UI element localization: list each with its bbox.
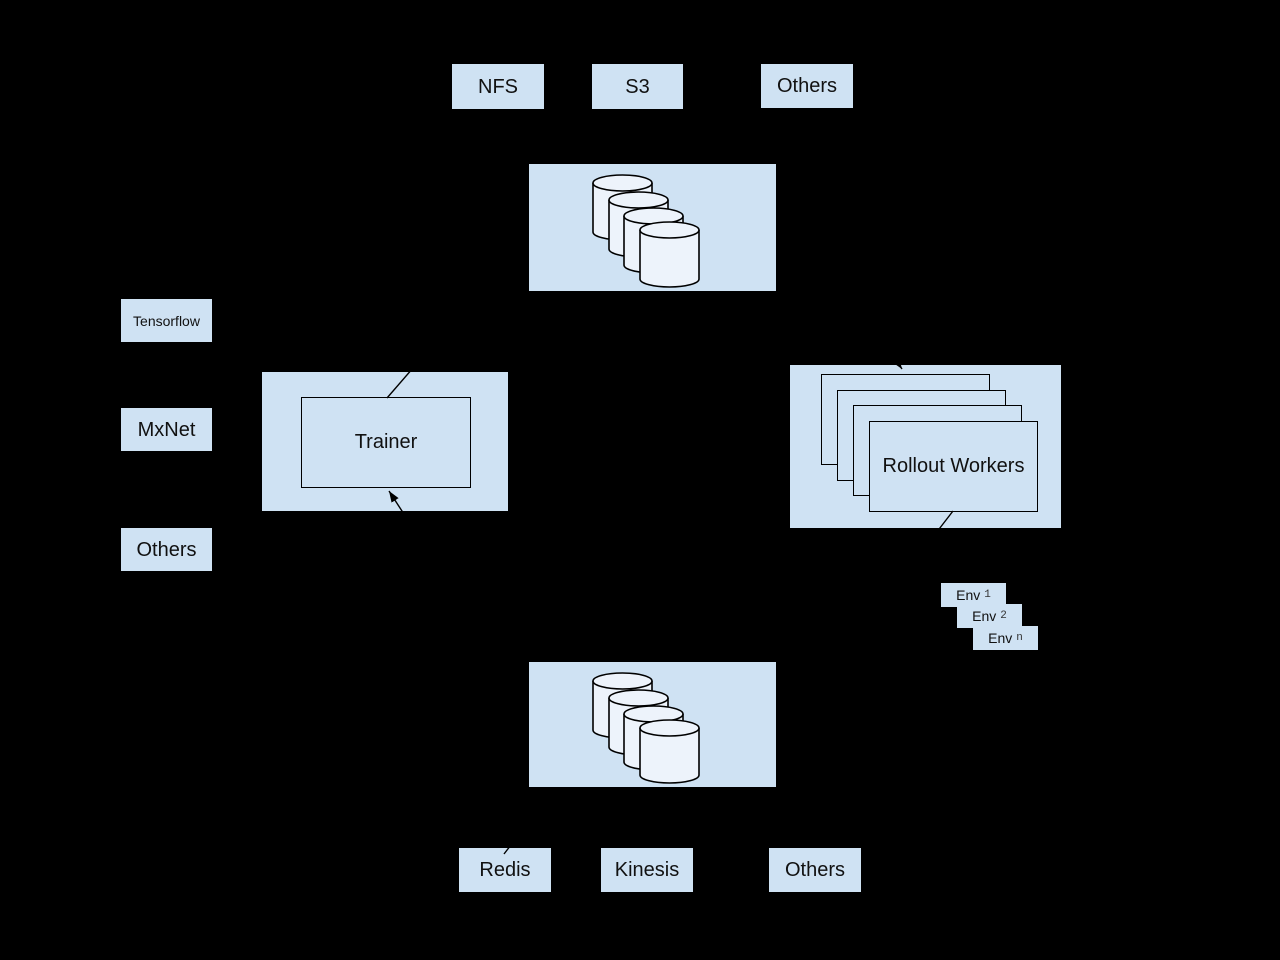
node-others-top: Others [761,64,853,108]
env-label: Env [972,608,997,624]
node-others-bottom: Others [769,848,861,892]
trainer-panel: Trainer [262,372,508,511]
env-index: 1 [984,588,991,601]
node-s3: S3 [592,64,683,109]
bottom-datastore-panel [529,662,776,787]
env-index: n [1016,631,1023,644]
env-1-node: Env 1 [941,583,1006,607]
env-index: 2 [1000,609,1007,622]
top-datastore-panel [529,164,776,291]
env-label: Env [956,587,981,603]
database-cylinders-icon [592,672,700,784]
env-n-node: Env n [973,626,1038,650]
node-tensorflow: Tensorflow [121,299,212,342]
env-2-node: Env 2 [957,604,1022,628]
env-label: Env [988,630,1013,646]
rollout-workers-node: Rollout Workers [869,421,1038,512]
node-redis: Redis [459,848,551,892]
node-mxnet: MxNet [121,408,212,451]
node-others-left: Others [121,528,212,571]
node-kinesis: Kinesis [601,848,693,892]
node-nfs: NFS [452,64,544,109]
rollout-workers-panel: Rollout Workers [790,365,1061,528]
database-cylinders-icon [592,174,700,288]
trainer-node: Trainer [301,397,471,488]
